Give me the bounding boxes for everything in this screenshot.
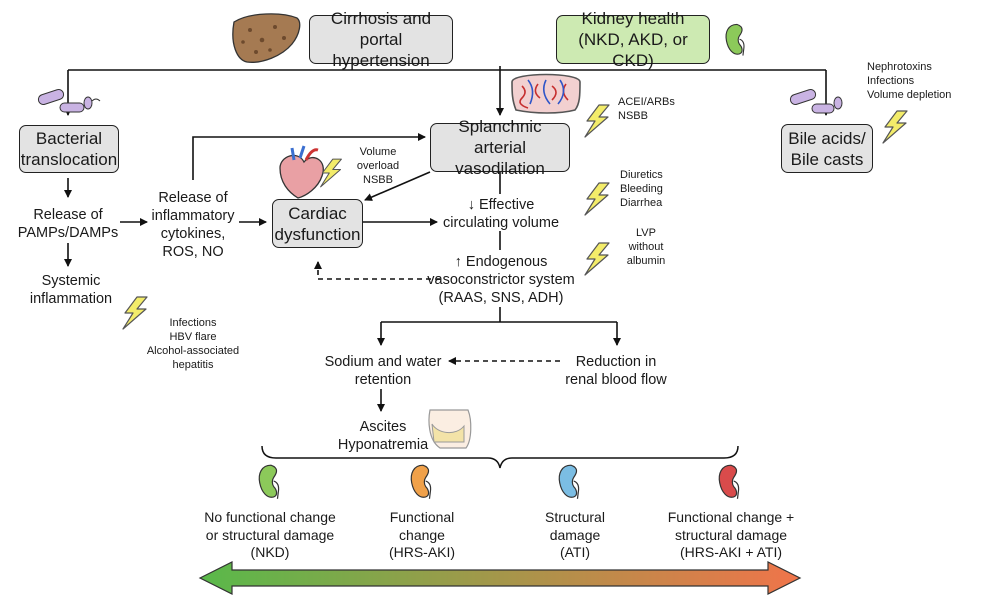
endogenous-vasoconstrictor-label: ↑ Endogenous vasoconstrictor system (RAA… — [427, 254, 575, 306]
bottom-brace — [261, 445, 739, 469]
inflammatory-cytokines-label: Release of inflammatory cytokines, ROS, … — [151, 190, 235, 260]
lvp-insult: LVP without albumin — [626, 227, 666, 267]
heart-icon — [279, 145, 324, 199]
nephrotoxins-insult: Nephrotoxins Infections Volume depletion — [867, 61, 952, 101]
abdomen-icon — [428, 409, 472, 449]
volume-overload-insult: Volume overload NSBB — [356, 146, 400, 186]
liver-icon — [232, 13, 301, 63]
intestine-icon — [511, 73, 581, 114]
kidney-icon — [410, 464, 432, 500]
release-pamps-damps-label: Release of PAMPs/DAMPs — [17, 207, 119, 241]
ascites-hyponatremia-label: Ascites Hyponatremia — [337, 419, 429, 453]
kidney-health-box: Kidney health (NKD, AKD, or CKD) — [556, 9, 710, 70]
spectrum-arrow — [198, 561, 802, 595]
bacteria-icon — [789, 89, 843, 114]
kidney-icon — [718, 464, 740, 500]
effective-circulating-volume-label: ↓ Effective circulating volume — [442, 197, 560, 231]
diuretics-insult: Diuretics Bleeding Diarrhea — [620, 169, 663, 209]
bile-acids-box: Bile acids/ Bile casts — [781, 124, 873, 173]
left-pathway-arrows — [64, 133, 426, 267]
bacterial-translocation-box: Bacterial translocation — [19, 125, 119, 173]
kidney-icon — [558, 464, 580, 500]
lightning-icon — [882, 110, 908, 144]
kidney-icon — [725, 23, 745, 57]
acei-arb-insult: ACEI/ARBs NSBB — [618, 96, 675, 122]
outcome-hrs-aki-label: Functional change (HRS-AKI) — [388, 509, 456, 560]
splanchnic-vasodilation-box: Splanchnic arterial vasodilation — [430, 117, 570, 178]
cirrhosis-box: Cirrhosis and portal hypertension — [309, 9, 453, 70]
central-pathway-arrows — [314, 171, 621, 412]
bacteria-icon — [37, 89, 101, 113]
infections-insult: Infections HBV flare Alcohol-associated … — [146, 317, 240, 371]
kidney-icon — [258, 464, 280, 500]
outcome-hrs-aki-ati-label: Functional change + structural damage (H… — [667, 509, 795, 560]
lightning-icon — [584, 242, 610, 276]
reduced-renal-blood-flow-label: Reduction in renal blood flow — [565, 354, 667, 388]
lightning-icon — [584, 182, 610, 216]
systemic-inflammation-label: Systemic inflammation — [29, 273, 113, 307]
cardiac-dysfunction-box: Cardiac dysfunction — [272, 199, 363, 248]
lightning-icon — [584, 104, 610, 138]
lightning-icon — [122, 296, 148, 330]
sodium-water-retention-label: Sodium and water retention — [324, 354, 442, 388]
outcome-nkd-label: No functional change or structural damag… — [204, 509, 336, 560]
top-connector — [64, 66, 830, 116]
lightning-icon — [320, 158, 342, 188]
outcome-ati-label: Structural damage (ATI) — [545, 509, 605, 560]
